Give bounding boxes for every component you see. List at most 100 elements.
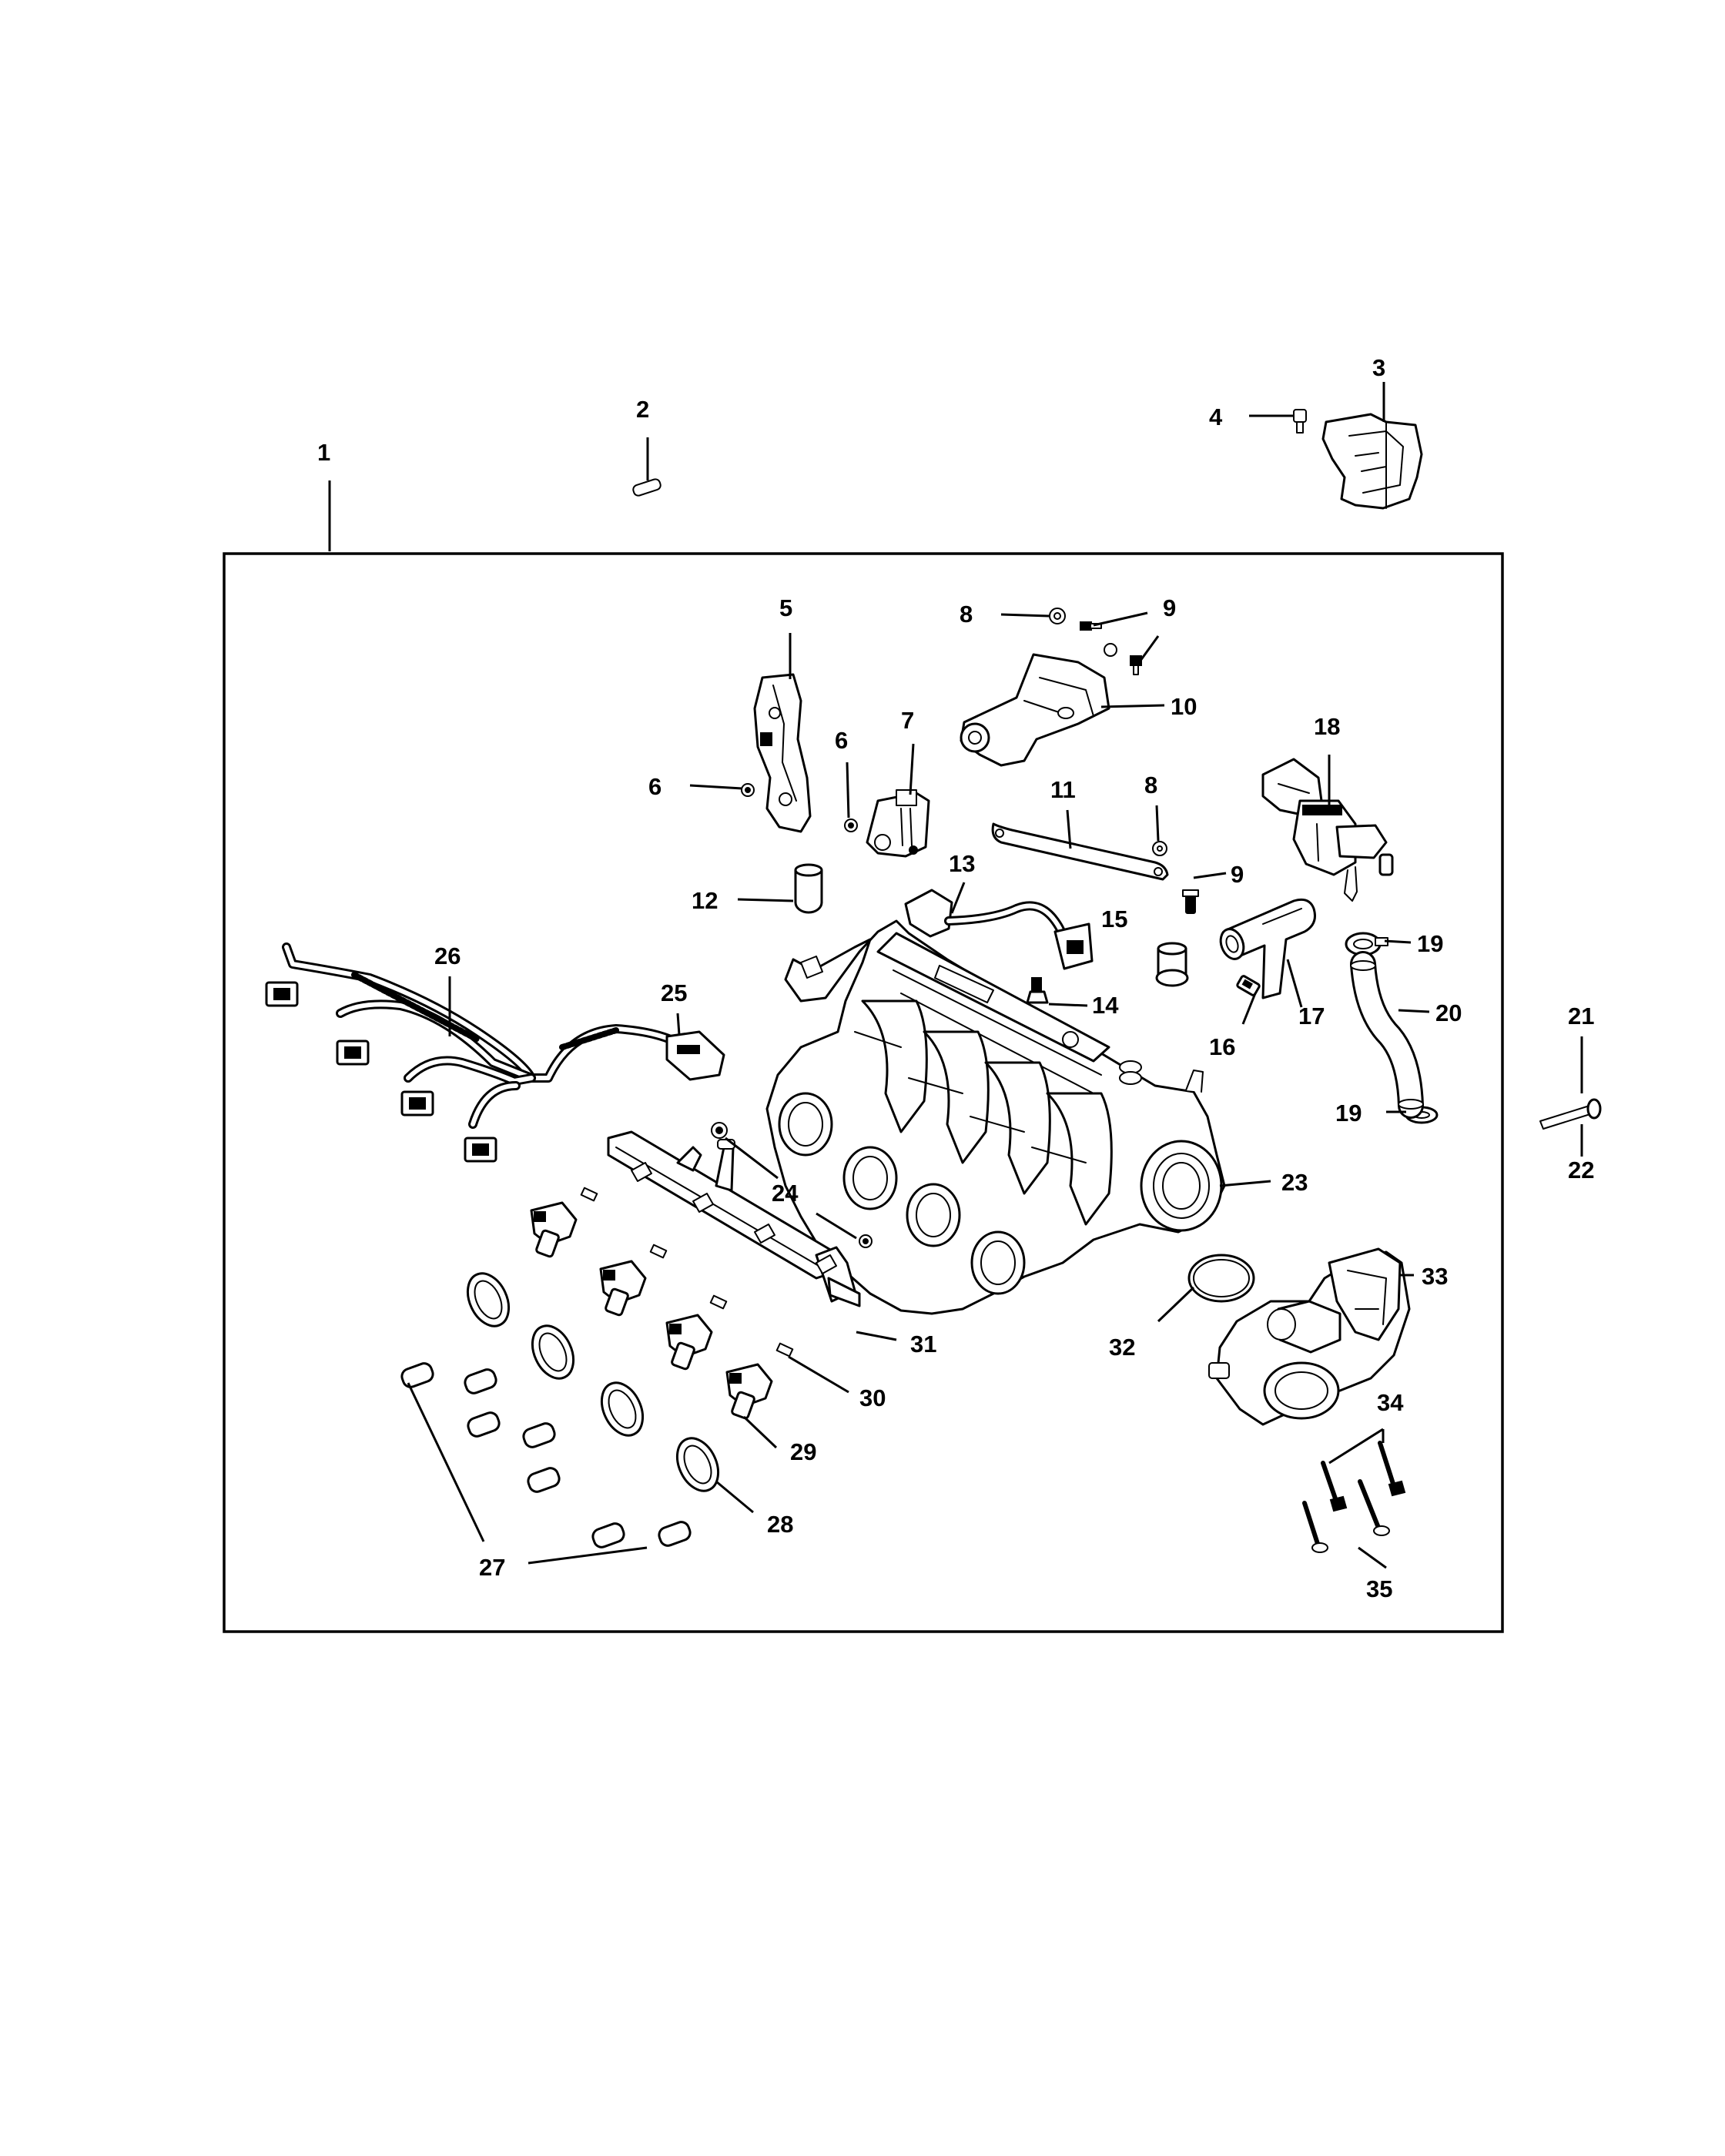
part-30-clip-3 <box>709 1294 728 1310</box>
callout-labels: 1 2 3 4 5 6 6 7 8 8 9 9 10 11 12 13 14 1… <box>317 354 1594 1602</box>
callout-1: 1 <box>317 439 330 466</box>
leader-31 <box>856 1331 897 1341</box>
leader-9a <box>1093 611 1148 627</box>
part-34-bolt-2 <box>1378 1441 1406 1497</box>
part-24-bolt-a <box>711 1122 728 1139</box>
part-9-bolt-b <box>1104 643 1117 657</box>
part-8-nut-a <box>1049 608 1066 624</box>
harness-connector-2 <box>336 1040 370 1066</box>
part-13-sensor-harness <box>904 889 1094 970</box>
callout-5: 5 <box>779 594 792 621</box>
part-28-gasket-4 <box>675 1437 720 1492</box>
part-27-dowel-6 <box>591 1522 625 1548</box>
part-29-injector-1 <box>530 1201 578 1258</box>
leader-32 <box>1157 1286 1195 1323</box>
part-15-cap <box>1155 942 1189 987</box>
callout-34: 34 <box>1377 1389 1404 1416</box>
leader-13 <box>950 882 966 914</box>
part-25-connector <box>665 1030 725 1081</box>
part-19-clamp-a <box>1345 932 1388 956</box>
leader-9c <box>1193 872 1227 879</box>
part-27-dowel-4 <box>522 1422 556 1448</box>
part-18-solenoid-valve <box>1261 758 1394 902</box>
leader-10 <box>1100 704 1165 708</box>
harness-connector-4 <box>464 1137 497 1163</box>
part-31-fuel-rail <box>607 1130 861 1307</box>
leader-27b <box>528 1546 648 1565</box>
part-11-strap <box>991 822 1169 881</box>
part-28-gasket-1 <box>466 1272 511 1327</box>
leader-7 <box>909 743 915 795</box>
callout-12: 12 <box>692 887 718 914</box>
part-27-dowel-7 <box>658 1521 692 1547</box>
manifold-port-4 <box>970 1230 1026 1295</box>
callout-6b: 6 <box>835 727 848 754</box>
callout-29: 29 <box>790 1438 816 1465</box>
part-27-dowel-2 <box>464 1368 497 1394</box>
leader-34 <box>1328 1428 1384 1465</box>
part-29-injector-2 <box>599 1260 647 1317</box>
callout-19b: 19 <box>1335 1100 1362 1127</box>
part-28-gasket-3 <box>600 1381 645 1437</box>
part-32-seal-ring <box>1187 1254 1255 1303</box>
callout-26: 26 <box>434 942 461 969</box>
part-8-nut-b <box>1152 841 1167 856</box>
part-23-intake-manifold <box>765 919 1226 1315</box>
callout-9a: 9 <box>1163 594 1176 621</box>
leader-6a <box>689 784 743 790</box>
leader-35 <box>1358 1546 1387 1569</box>
part-10-bracket <box>960 653 1110 767</box>
callout-24: 24 <box>772 1180 799 1207</box>
part-29-injector-3 <box>665 1314 713 1371</box>
callout-16: 16 <box>1209 1033 1235 1060</box>
part-16-clip <box>1236 975 1261 996</box>
part-14-sensor <box>1026 977 1049 1004</box>
leader-16 <box>1241 993 1257 1025</box>
leader-25 <box>676 1013 681 1036</box>
part-7-sensor <box>866 789 930 858</box>
part-3-cover <box>1321 413 1423 510</box>
leader-20 <box>1398 1009 1430 1013</box>
leader-6b <box>846 762 850 819</box>
callout-31: 31 <box>910 1331 936 1358</box>
assembly-frame <box>223 552 1504 1633</box>
callout-17: 17 <box>1298 1003 1325 1029</box>
part-26-wiring-harness <box>265 942 690 1163</box>
callout-14: 14 <box>1092 992 1119 1019</box>
leader-28 <box>715 1480 754 1514</box>
callout-4: 4 <box>1209 403 1223 430</box>
callout-30: 30 <box>859 1384 886 1411</box>
callout-20: 20 <box>1435 999 1462 1026</box>
leader-30 <box>788 1355 849 1394</box>
leader-27a <box>407 1382 485 1542</box>
callout-11: 11 <box>1050 776 1076 803</box>
part-9-bolt-d <box>1182 889 1199 914</box>
callout-32: 32 <box>1109 1334 1135 1361</box>
leader-lines <box>328 382 1583 1569</box>
part-9-bolt-c <box>1130 655 1142 675</box>
part-6-screw-a <box>741 783 755 797</box>
part-24-bolt-b <box>859 1234 873 1248</box>
callout-8b: 8 <box>1144 772 1157 798</box>
callout-21: 21 <box>1568 1003 1594 1029</box>
callout-22: 22 <box>1568 1157 1594 1183</box>
part-5-bracket <box>753 673 812 833</box>
callout-3: 3 <box>1372 354 1385 381</box>
part-27-dowel-5 <box>527 1467 561 1493</box>
part-2-pin <box>632 478 662 497</box>
leader-12 <box>737 898 794 902</box>
callout-15: 15 <box>1101 906 1127 932</box>
leader-24a <box>725 1137 779 1180</box>
callout-7: 7 <box>901 707 914 734</box>
leader-29 <box>742 1415 778 1449</box>
harness-connector-3 <box>400 1090 434 1116</box>
part-30-clip-2 <box>649 1244 668 1259</box>
part-35-bolt-2 <box>1358 1479 1390 1536</box>
leader-23 <box>1219 1180 1271 1187</box>
part-27-dowel-1 <box>400 1362 434 1388</box>
part-33-throttle-body <box>1208 1247 1411 1426</box>
leader-14 <box>1048 1003 1088 1007</box>
leader-24b <box>816 1212 857 1240</box>
leader-11 <box>1066 809 1072 849</box>
part-30-clip-1 <box>580 1187 598 1202</box>
